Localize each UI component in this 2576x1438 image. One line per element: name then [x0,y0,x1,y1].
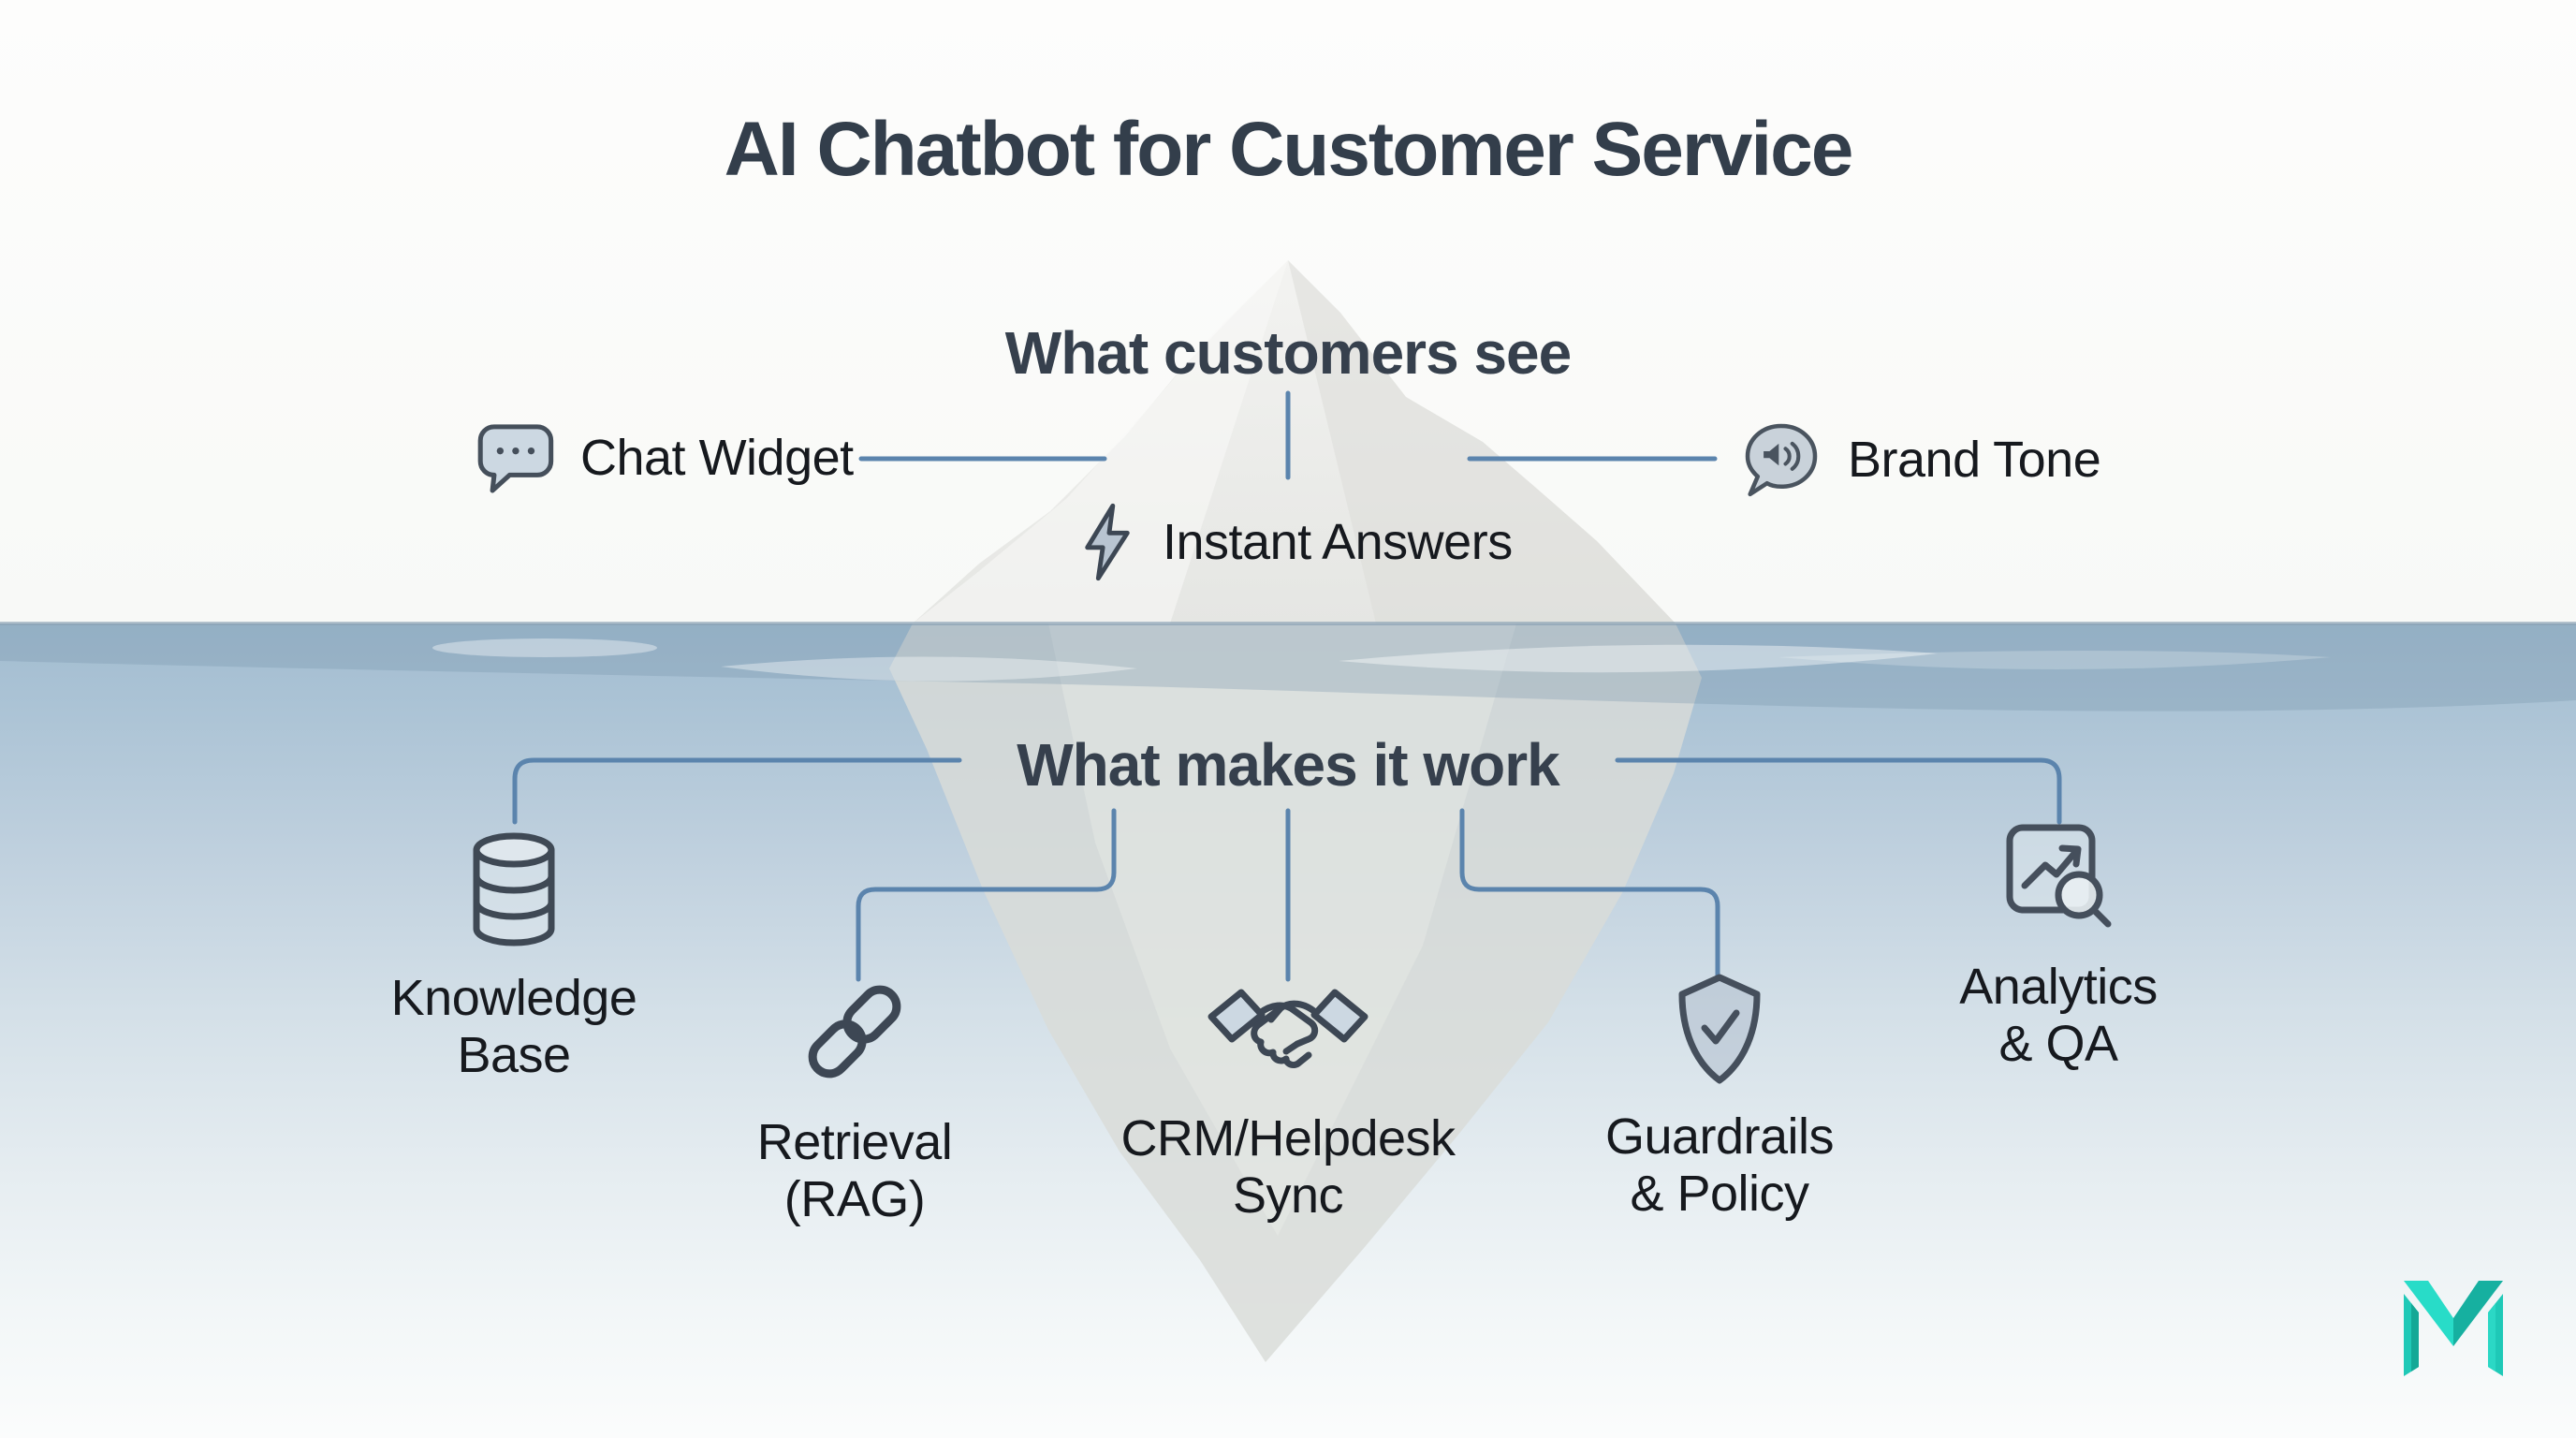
handshake-icon [1208,989,1368,1069]
node-label: CRM/Helpdesk Sync [1120,1110,1456,1224]
node-crm-helpdesk-sync: CRM/Helpdesk Sync [1082,974,1494,1225]
node-label: Knowledge Base [390,970,637,1083]
wave-highlight [1339,644,1938,673]
node-retrieval-rag: Retrieval (RAG) [649,974,1061,1228]
waterline [0,622,2576,625]
lightning-bolt-icon [1085,503,1130,581]
database-icon [473,832,555,946]
item-label: Chat Widget [580,430,854,486]
item-label: Instant Answers [1163,514,1513,570]
chain-link-icon [808,985,901,1078]
node-analytics-qa: Analytics & QA [1852,820,2264,1073]
item-brand-tone: Brand Tone [1739,418,2101,502]
node-label: Retrieval (RAG) [756,1114,953,1227]
wave-highlight [721,656,1137,682]
node-guardrails-policy: Guardrails & Policy [1514,972,1925,1223]
node-label: Guardrails & Policy [1604,1108,1835,1222]
below-water-heading: What makes it work [1017,731,1560,799]
chart-magnifier-icon [2006,824,2112,928]
chat-bubble-icon [477,424,554,493]
brand-logo-m-icon [2404,1281,2503,1376]
wave-highlight [1778,651,2331,669]
node-label: Analytics & QA [1959,959,2158,1072]
connector-guardrails [1459,808,1720,982]
item-instant-answers: Instant Answers [1078,502,1513,582]
speech-voice-icon [1745,423,1818,497]
shield-check-icon [1678,974,1761,1084]
water-surface-band [0,624,2576,712]
above-water-heading: What customers see [1004,319,1572,387]
item-label: Brand Tone [1848,432,2101,488]
node-knowledge-base: Knowledge Base [308,829,720,1084]
item-chat-widget: Chat Widget [472,418,854,498]
page-title: AI Chatbot for Customer Service [724,107,1854,192]
connector-retrieval [856,808,1117,982]
wave-highlight [432,638,657,657]
